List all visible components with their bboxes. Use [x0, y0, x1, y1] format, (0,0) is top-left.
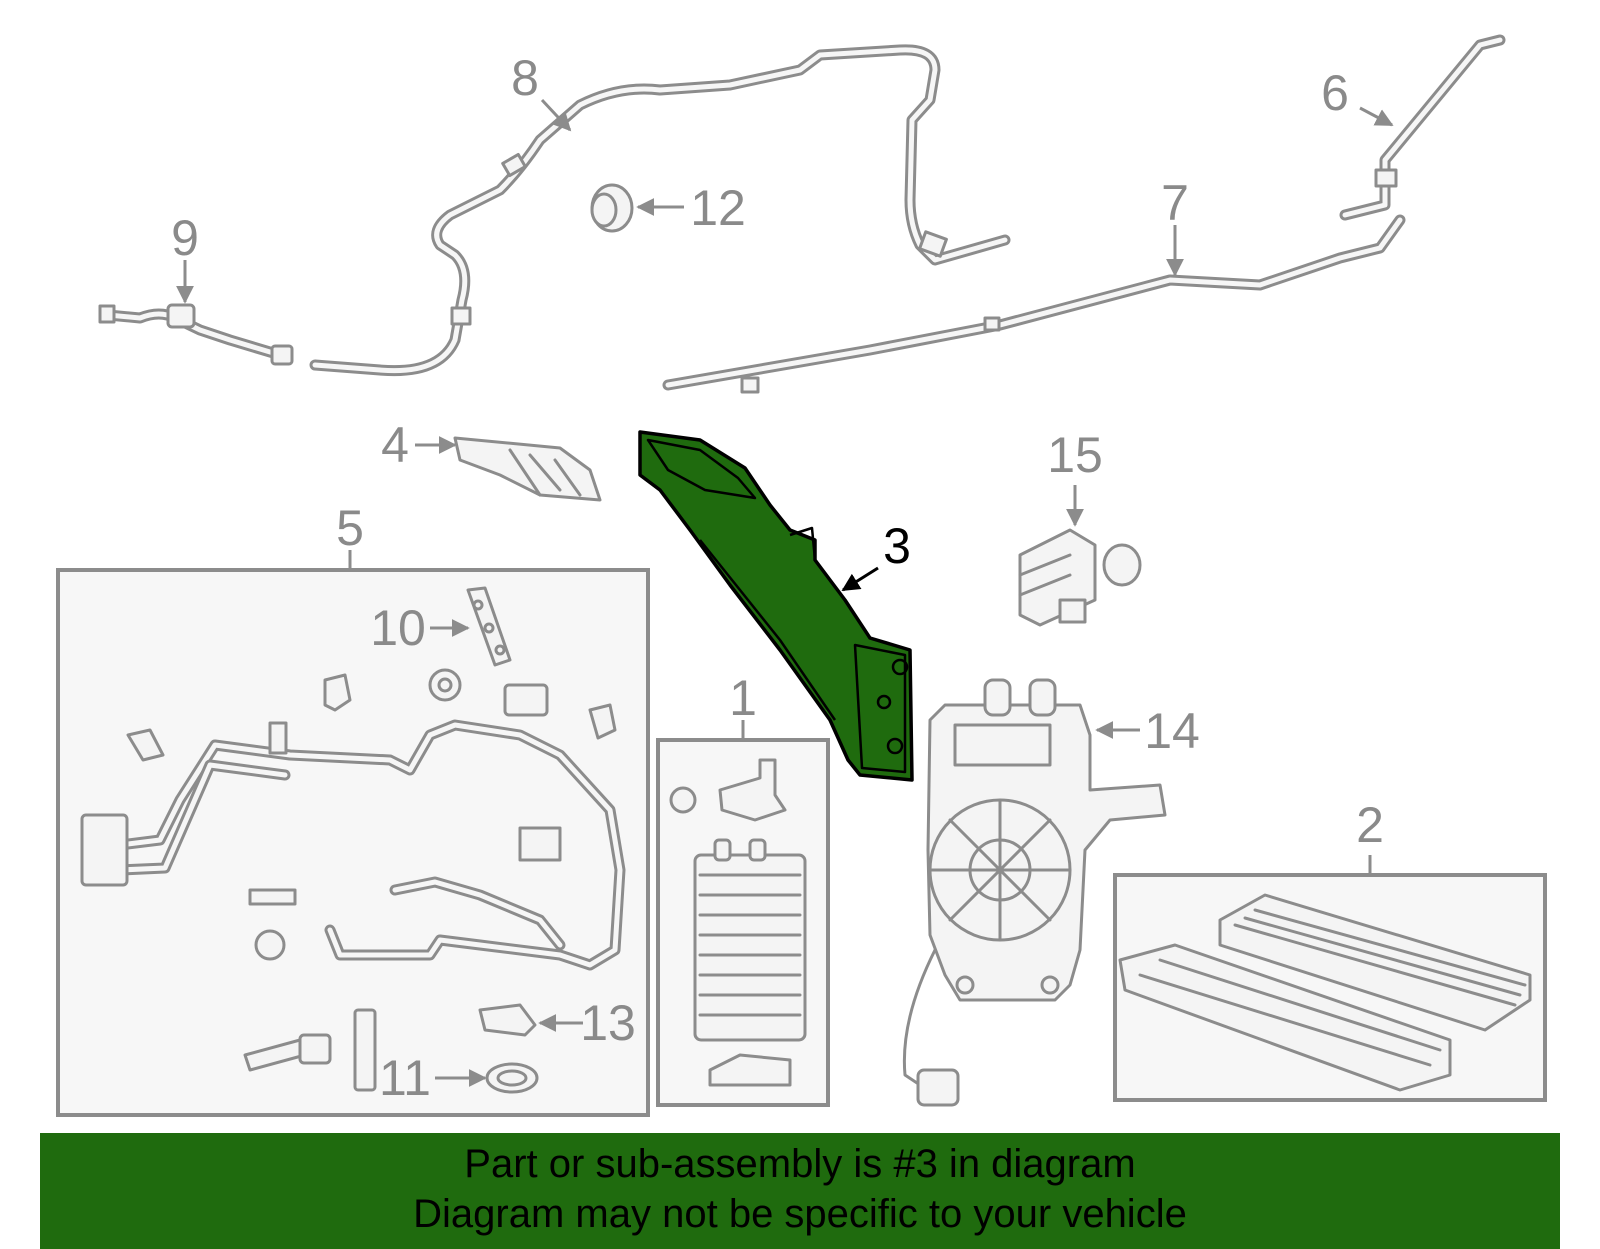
- part-9-hose: [98, 303, 294, 366]
- callout-4: 4: [381, 417, 409, 473]
- part-7-tube: [662, 214, 1406, 394]
- callout-9: 9: [171, 210, 199, 266]
- banner-line-disclaimer: Diagram may not be specific to your vehi…: [413, 1192, 1187, 1236]
- callout-1: 1: [729, 670, 757, 726]
- info-banner: Part or sub-assembly is #3 in diagram Di…: [40, 1133, 1560, 1249]
- callout-arrows: [176, 98, 1394, 1087]
- part-14-blower-assembly: [902, 678, 1167, 1107]
- part-6-tube: [1339, 34, 1506, 221]
- part-10-gasket: [466, 586, 512, 667]
- part-1-oil-cooler: [669, 758, 807, 1087]
- part-2-cooler: [1118, 893, 1532, 1092]
- callout-11: 11: [379, 1050, 431, 1106]
- callout-15: 15: [1047, 427, 1103, 483]
- part-3-air-duct-highlighted: [638, 430, 914, 782]
- callout-12: 12: [690, 180, 746, 236]
- callout-13: 13: [580, 995, 636, 1051]
- part-5-clips: [126, 668, 617, 1094]
- callout-14: 14: [1144, 703, 1200, 759]
- part-4-bracket: [453, 436, 602, 502]
- part-8-hose-assembly: [309, 44, 1011, 377]
- banner-line-part-info: Part or sub-assembly is #3 in diagram: [464, 1142, 1136, 1186]
- callout-10: 10: [370, 600, 426, 656]
- part-15-module: [1018, 528, 1142, 627]
- callout-5: 5: [336, 500, 364, 556]
- callout-6: 6: [1321, 65, 1349, 121]
- callout-7: 7: [1161, 175, 1189, 231]
- part-12-grommet: [590, 183, 634, 233]
- callout-2: 2: [1356, 797, 1384, 853]
- part-5-cooler-lines: [80, 719, 626, 971]
- callout-8: 8: [511, 50, 539, 106]
- callout-3: 3: [883, 518, 911, 574]
